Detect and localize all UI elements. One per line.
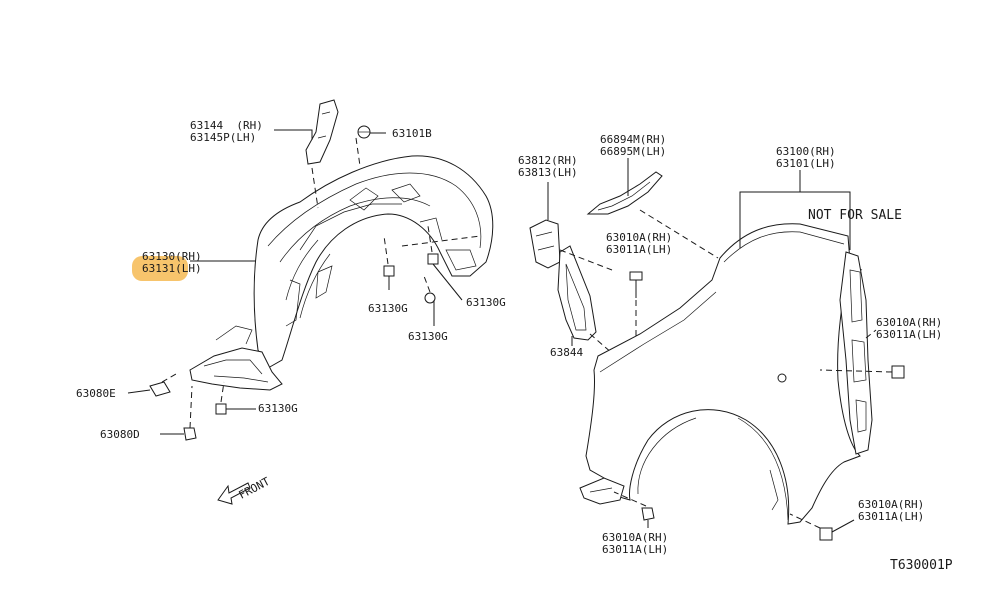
label-63011a-lower-right: 63011A(LH): [858, 510, 924, 523]
label-63010a-lower-right: 63010A(RH): [858, 498, 924, 511]
screw-63130g-upper: [383, 265, 395, 290]
label-63812: 63812(RH): [518, 154, 578, 167]
bolt-63010a-right: [819, 329, 905, 379]
label-63131: 63131(LH): [142, 262, 202, 275]
wheel-house-liner: [189, 155, 494, 391]
screw-63130g-middle: [424, 292, 436, 326]
screw-63130g-lower: [215, 403, 256, 415]
label-63130g-upper: 63130G: [368, 302, 408, 315]
screw-63130g-right: [427, 253, 463, 301]
clip-63080e: [127, 381, 171, 397]
label-66895m: 66895M(LH): [600, 145, 666, 158]
label-not-for-sale: NOT FOR SALE: [808, 208, 902, 223]
label-63101: 63101(LH): [776, 157, 836, 170]
mud-guard-63812: [529, 182, 561, 269]
label-63010a-lower-centre: 63010A(RH): [602, 531, 668, 544]
label-63130g-middle: 63130G: [408, 330, 448, 343]
label-63100: 63100(RH): [776, 145, 836, 158]
seal-63844: [557, 245, 597, 346]
label-63844: 63844: [550, 346, 583, 359]
label-63010a-side: 63010A(RH): [876, 316, 942, 329]
screw-63080d: [160, 427, 197, 441]
bolt-63010a-lower-right: [789, 513, 855, 541]
selected-part-highlight: [132, 256, 188, 281]
label-63145p: 63145P(LH): [190, 131, 256, 144]
bolt-63010a-upper: [629, 271, 643, 298]
label-66894m: 66894M(RH): [600, 133, 666, 146]
label-63080d: 63080D: [100, 428, 140, 441]
label-63144: 63144 (RH): [190, 119, 263, 132]
label-63130: 63130(RH): [142, 250, 202, 263]
front-arrow: [217, 482, 251, 505]
front-fender: [579, 223, 863, 525]
clip-63101b: [357, 125, 386, 139]
moulding-66894m: [586, 158, 663, 215]
diagram-code: T630001P: [890, 558, 953, 573]
label-63080e: 63080E: [76, 387, 116, 400]
label-63130g-lower: 63130G: [258, 402, 298, 415]
bracket-63144: [305, 99, 339, 165]
label-63101b: 63101B: [392, 127, 432, 140]
label-63011a-upper: 63011A(LH): [606, 243, 672, 256]
label-63011a-lower-centre: 63011A(LH): [602, 543, 668, 556]
label-63130g-right: 63130G: [466, 296, 506, 309]
fender-side-bracket: [839, 251, 873, 455]
bolt-63010a-lower-centre: [613, 491, 655, 528]
label-63010a-upper: 63010A(RH): [606, 231, 672, 244]
label-front: FRONT: [237, 475, 273, 502]
label-63011a-side: 63011A(LH): [876, 328, 942, 341]
label-63813: 63813(LH): [518, 166, 578, 179]
